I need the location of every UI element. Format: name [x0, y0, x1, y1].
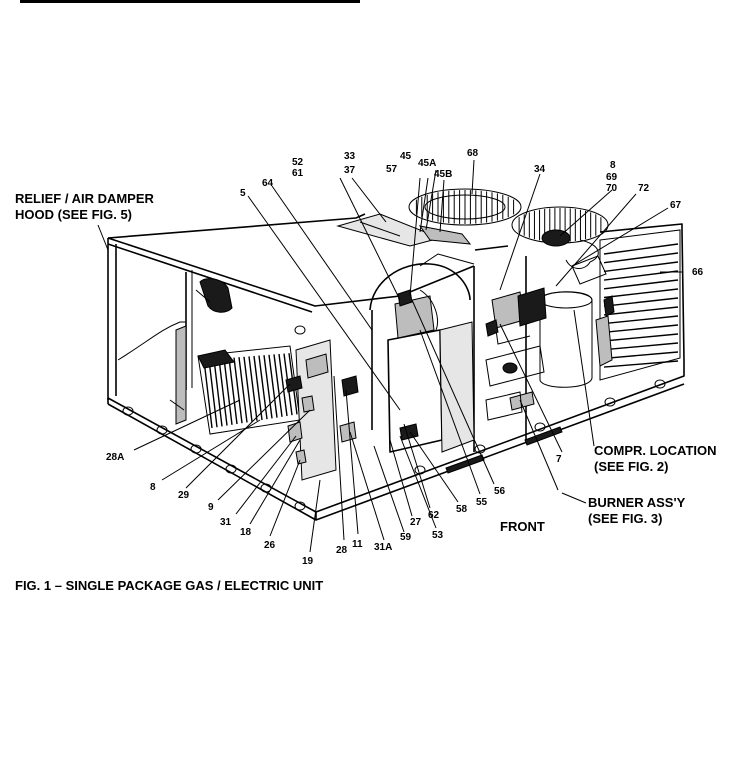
- coil-fin: [213, 359, 223, 427]
- leader-lines: [97, 159, 682, 553]
- coil-fin: [208, 359, 218, 428]
- part-label-29: 29: [178, 490, 190, 501]
- part-label-72: 72: [638, 183, 650, 194]
- part-label-5: 5: [240, 188, 246, 199]
- part-label-11: 11: [352, 539, 363, 550]
- part-label-19: 19: [302, 556, 314, 567]
- part-label-34: 34: [534, 164, 546, 175]
- relief-hood-callout-line2: HOOD (SEE FIG. 5): [15, 207, 132, 222]
- compr-location-callout-line2: (SEE FIG. 2): [594, 459, 668, 474]
- part-label-61: 61: [292, 168, 304, 179]
- part-label-64: 64: [262, 178, 274, 189]
- coil-fin: [273, 354, 283, 417]
- part-label-37: 37: [344, 165, 356, 176]
- part-label-45: 45: [400, 151, 412, 162]
- part-label-28: 28: [336, 545, 348, 556]
- part-label-45b: 45B: [434, 169, 452, 180]
- part-label-26: 26: [264, 540, 276, 551]
- coil-fin: [263, 355, 273, 419]
- coil-fin: [603, 324, 679, 333]
- part-label-28a: 28A: [106, 452, 124, 463]
- coil-fin: [603, 306, 679, 316]
- part-label-59: 59: [400, 532, 412, 543]
- compressor-section: [539, 255, 615, 388]
- burner-assy-callout-line2: (SEE FIG. 3): [588, 511, 662, 526]
- part-label-31: 31: [220, 517, 232, 528]
- return-air-section: [117, 278, 233, 425]
- coil-fin: [603, 279, 679, 290]
- cropped-header-strip: [20, 0, 360, 3]
- part-label-66: 66: [692, 267, 704, 278]
- coil-fin: [603, 333, 679, 342]
- coil-fin: [603, 297, 679, 307]
- coil-fin: [203, 359, 213, 429]
- part-label-8-top: 8: [610, 160, 616, 171]
- coil-fin: [218, 358, 228, 426]
- figure-caption: FIG. 1 – SINGLE PACKAGE GAS / ELECTRIC U…: [15, 578, 323, 593]
- part-label-45a: 45A: [418, 158, 436, 169]
- burner-section: [485, 287, 547, 421]
- coil-fin: [603, 360, 679, 368]
- callouts: RELIEF / AIR DAMPER HOOD (SEE FIG. 5) CO…: [15, 191, 717, 593]
- part-label-67: 67: [670, 200, 682, 211]
- coil-fin: [603, 243, 679, 255]
- condenser-fan-front: [511, 206, 609, 269]
- coil-fin: [603, 270, 679, 281]
- unit-cabinet: [107, 213, 685, 521]
- part-label-68: 68: [467, 148, 479, 159]
- coil-fin: [233, 357, 243, 424]
- coil-fin: [248, 356, 258, 421]
- coil-fin: [243, 356, 253, 422]
- part-label-18: 18: [240, 527, 252, 538]
- coil-fin: [603, 288, 679, 299]
- coil-fin: [278, 353, 288, 417]
- coil-fin: [223, 358, 233, 425]
- part-label-7: 7: [556, 454, 562, 465]
- part-label-56: 56: [494, 486, 506, 497]
- coil-fin: [238, 357, 248, 423]
- blower-assembly: [369, 253, 475, 453]
- compr-location-callout-line1: COMPR. LOCATION: [594, 443, 717, 458]
- coil-fin: [253, 355, 263, 421]
- coil-fin: [228, 357, 238, 425]
- coil-fin: [603, 252, 679, 264]
- evaporator-coil: [197, 325, 306, 435]
- part-label-57: 57: [386, 164, 398, 175]
- control-box: [285, 339, 359, 481]
- part-number-labels: 52 61 33 37 45 45A 45B 68 57 34 8 69 70 …: [106, 148, 704, 567]
- part-label-62: 62: [428, 510, 440, 521]
- part-label-33: 33: [344, 151, 356, 162]
- condenser-coil: [599, 229, 681, 381]
- part-label-55: 55: [476, 497, 488, 508]
- relief-hood-callout-line1: RELIEF / AIR DAMPER: [15, 191, 155, 206]
- coil-fin: [268, 354, 278, 418]
- coil-fin: [603, 342, 679, 351]
- part-label-27: 27: [410, 517, 422, 528]
- part-label-8-left: 8: [150, 482, 156, 493]
- coil-fin: [603, 351, 679, 360]
- part-label-31a: 31A: [374, 542, 392, 553]
- part-label-52: 52: [292, 157, 304, 168]
- top-access-cover: [336, 213, 472, 247]
- front-label: FRONT: [500, 519, 545, 534]
- condenser-fan-rear: [408, 188, 522, 226]
- burner-assy-callout-line1: BURNER ASS'Y: [588, 495, 686, 510]
- coil-fin: [603, 261, 679, 273]
- part-label-69: 69: [606, 172, 618, 183]
- coil-fin: [603, 315, 679, 325]
- part-label-53: 53: [432, 530, 444, 541]
- part-label-9: 9: [208, 502, 214, 513]
- part-label-58: 58: [456, 504, 468, 515]
- part-label-70: 70: [606, 183, 618, 194]
